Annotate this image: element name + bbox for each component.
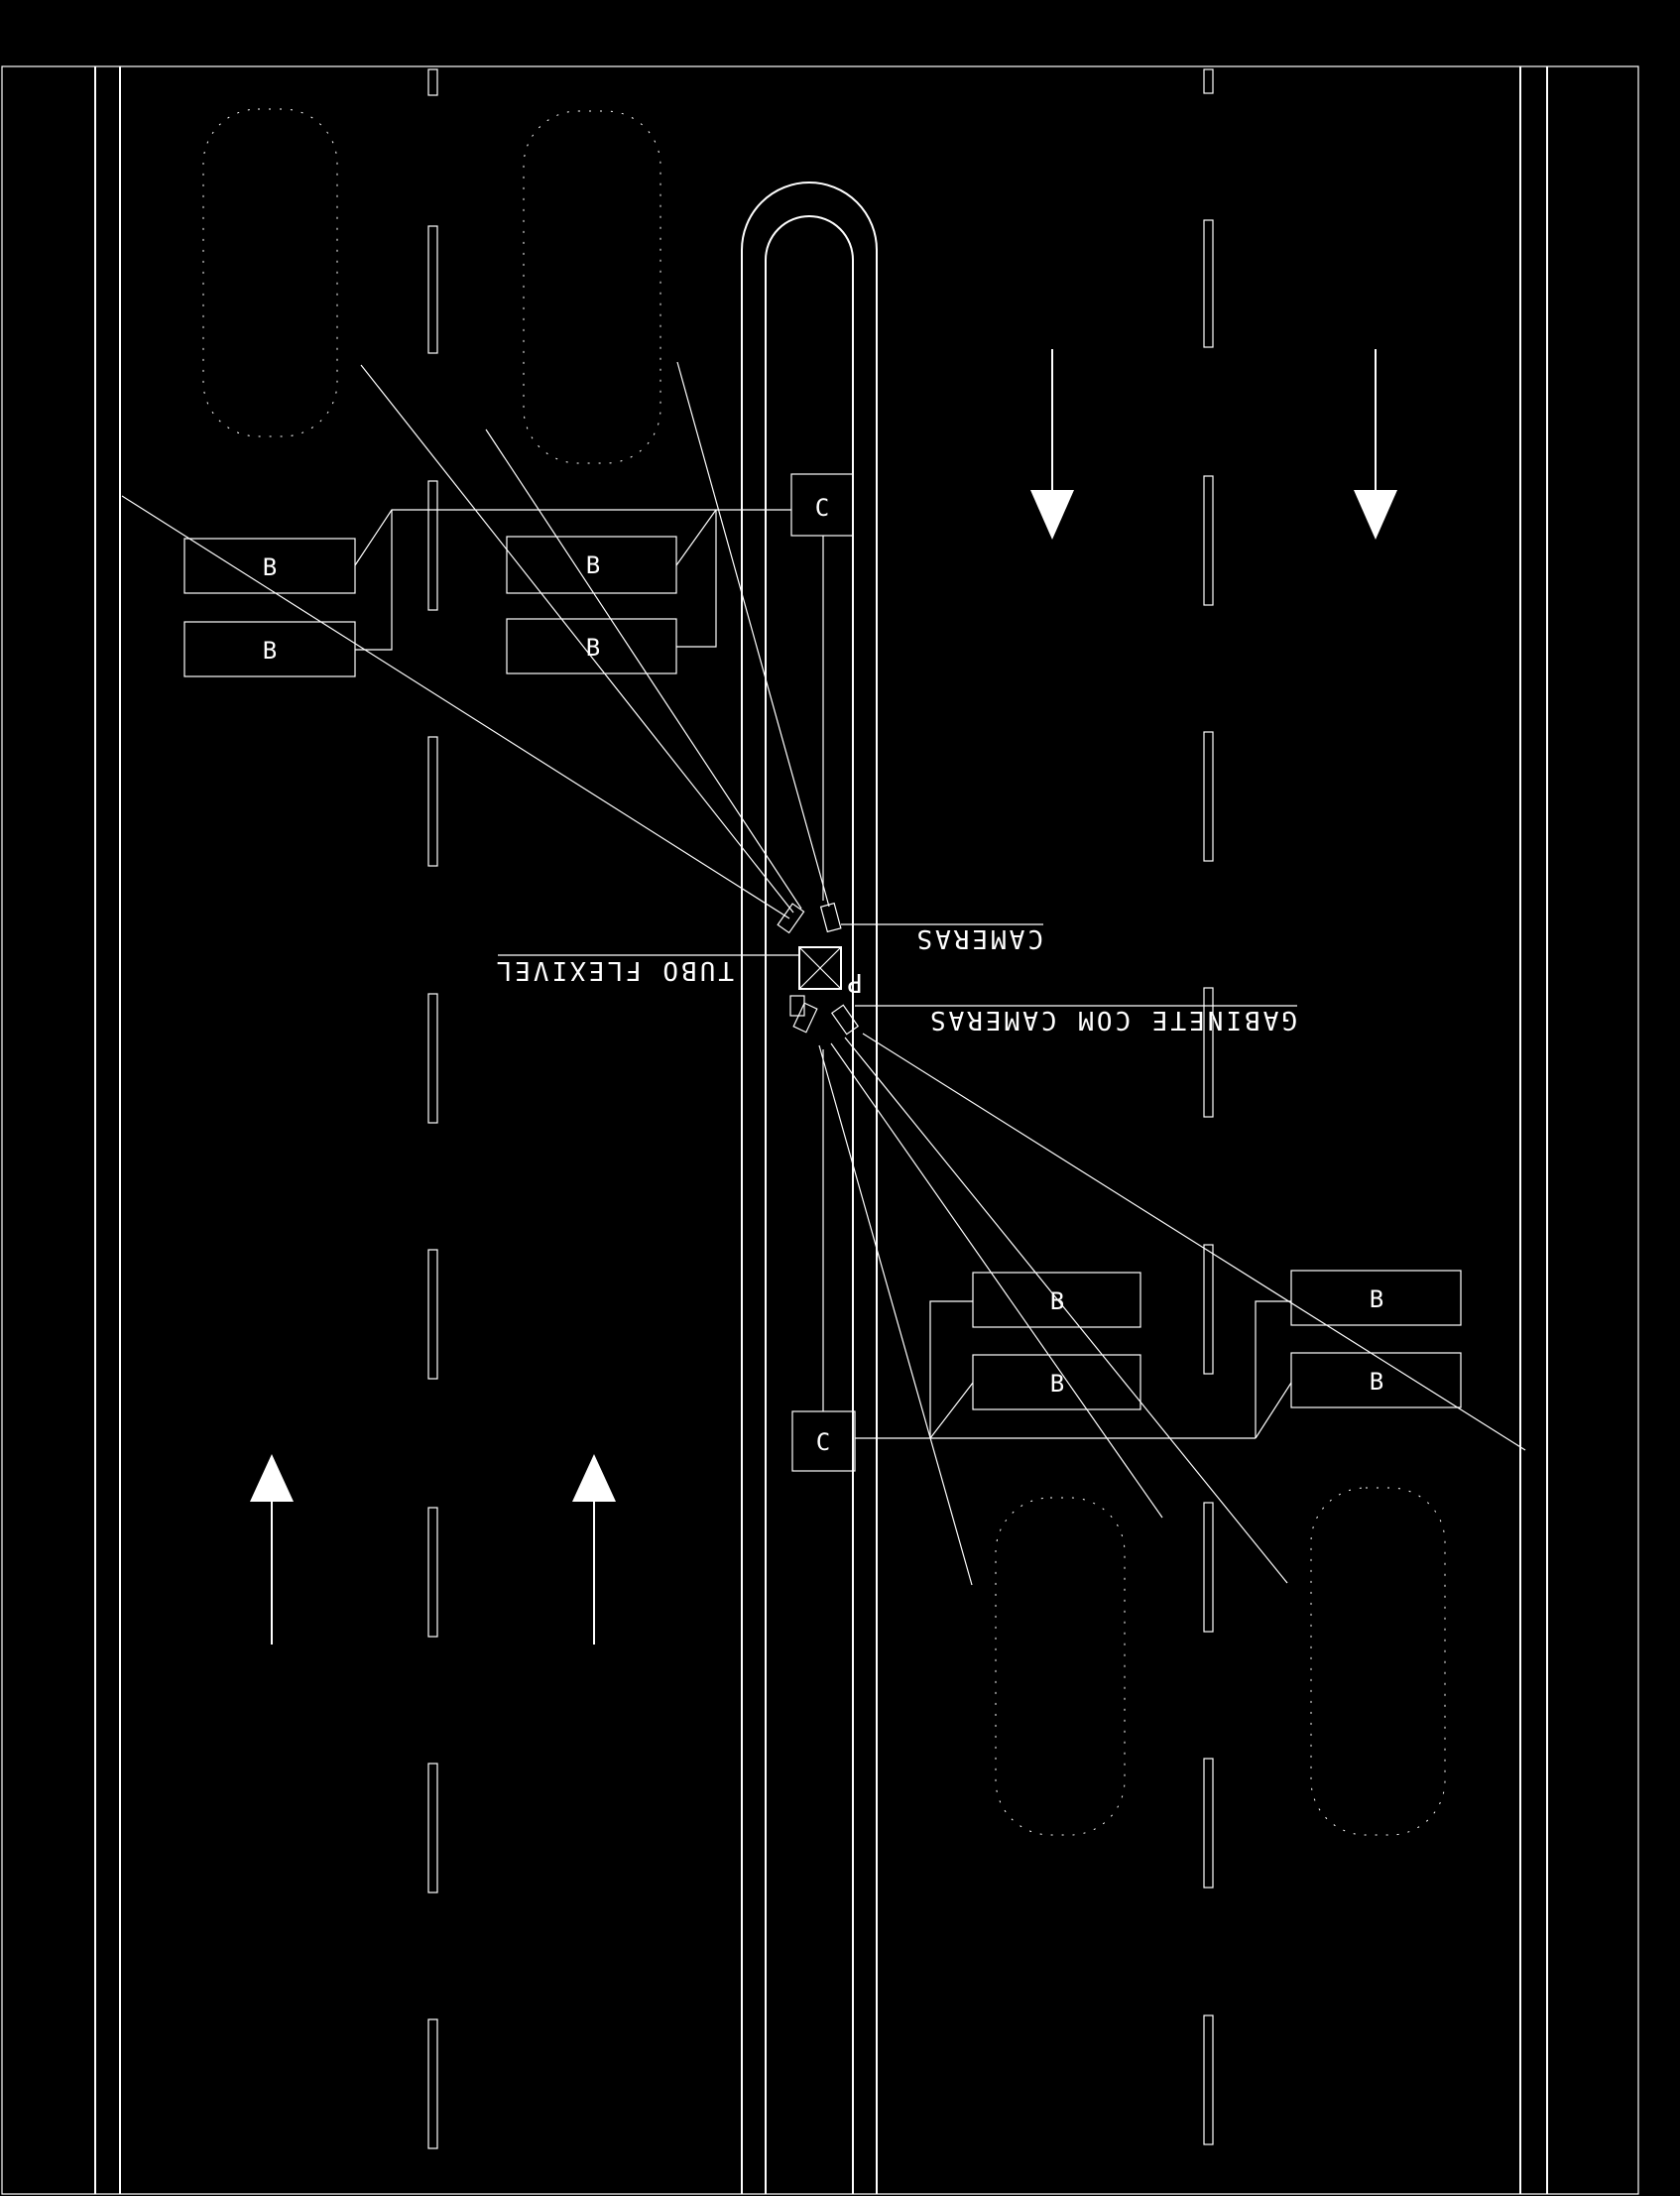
- camera-icon: [777, 903, 805, 934]
- arrow-down-icon: [1030, 349, 1074, 540]
- box-b-label: B: [1050, 1287, 1064, 1315]
- c-boxes: C C: [790, 473, 856, 1472]
- cable-routing: [354, 509, 1292, 1439]
- view-ray: [360, 364, 794, 914]
- median-outer: [741, 182, 878, 2194]
- view-ray: [844, 1037, 1288, 1584]
- arrow-down-icon: [1354, 349, 1397, 540]
- camera-icon: [792, 1002, 818, 1034]
- cabinet-box: [798, 946, 842, 990]
- box-b-label: B: [586, 634, 600, 662]
- view-ray: [485, 428, 802, 910]
- camera-icon: [830, 1004, 860, 1036]
- lane-dash: [427, 1507, 438, 1638]
- cable: [929, 1300, 973, 1438]
- view-ray: [862, 1033, 1526, 1451]
- box-b-label: B: [1050, 1370, 1064, 1398]
- b-boxes: B B B B B B B B: [183, 536, 1462, 1410]
- note-tube: TUBO FLEXIVEL: [494, 955, 735, 985]
- cable: [1255, 1382, 1292, 1439]
- view-ray: [121, 495, 790, 919]
- lane-dash: [1203, 1758, 1214, 1889]
- box-b-label: B: [1370, 1285, 1383, 1313]
- lane-dash: [427, 1763, 438, 1893]
- lane-dash: [1203, 475, 1214, 606]
- box-b: B: [183, 621, 356, 677]
- box-c-label: C: [816, 1428, 830, 1456]
- vehicle-outline: [1310, 1487, 1446, 1836]
- lane-dash: [427, 736, 438, 867]
- box-b-label: B: [1370, 1368, 1383, 1396]
- direction-arrows: [250, 349, 1397, 1645]
- view-ray: [830, 1042, 1163, 1519]
- box-b: B: [1290, 1352, 1462, 1408]
- cable: [929, 1382, 974, 1439]
- median-inner: [765, 215, 854, 2194]
- median-island: [741, 182, 878, 2194]
- vehicle-outline: [523, 110, 661, 464]
- lane-dash: [1203, 219, 1214, 348]
- cabinet-p-label: P: [847, 967, 863, 997]
- box-b: B: [506, 618, 677, 674]
- lane-dash: [1203, 731, 1214, 862]
- lane-dash: [427, 1249, 438, 1380]
- camera-icon: [819, 902, 842, 933]
- vehicle-outline: [995, 1497, 1126, 1836]
- faint-vehicle-outlines: [202, 108, 1446, 1836]
- cable: [1255, 1300, 1291, 1438]
- box-c-label: C: [815, 494, 829, 522]
- lane-dash: [1203, 2014, 1214, 2145]
- box-b-label: B: [263, 637, 277, 665]
- view-ray: [676, 361, 830, 908]
- box-b-label: B: [586, 551, 600, 579]
- box-b: B: [183, 538, 356, 594]
- view-ray: [818, 1044, 973, 1586]
- camera-icon: [789, 995, 805, 1017]
- box-b: B: [972, 1354, 1141, 1410]
- lane-dash: [1203, 987, 1214, 1118]
- note-cameras: CAMERAS: [913, 923, 1043, 953]
- lane-dash: [427, 68, 438, 96]
- box-c: C: [790, 473, 854, 537]
- cable: [676, 510, 717, 648]
- box-b-label: B: [263, 553, 277, 581]
- box-c: C: [791, 1410, 856, 1472]
- lane-dash: [427, 993, 438, 1124]
- annotations: CAMERAS GABINETE COM CAMERAS TUBO FLEXIV…: [494, 923, 1297, 1035]
- arrow-up-icon: [572, 1454, 616, 1645]
- box-b: B: [506, 536, 677, 594]
- vehicle-outline: [202, 108, 338, 437]
- cable: [675, 509, 717, 566]
- cable: [355, 510, 393, 651]
- lane-dash: [1203, 1244, 1214, 1375]
- road-edges: [94, 66, 1548, 2194]
- camera-cabinet: P: [777, 902, 863, 1036]
- box-b: B: [972, 1272, 1141, 1328]
- lane-markings: [427, 68, 1214, 2149]
- lane-dash: [1203, 68, 1214, 94]
- drawing-frame: [1, 65, 1639, 2195]
- box-b: B: [1290, 1270, 1462, 1326]
- lane-dash: [1203, 1502, 1214, 1633]
- note-cabinet: GABINETE COM CAMERAS: [927, 1005, 1297, 1035]
- arrow-up-icon: [250, 1454, 294, 1645]
- lane-dash: [427, 2018, 438, 2149]
- lane-dash: [427, 225, 438, 354]
- lane-dash: [427, 480, 438, 611]
